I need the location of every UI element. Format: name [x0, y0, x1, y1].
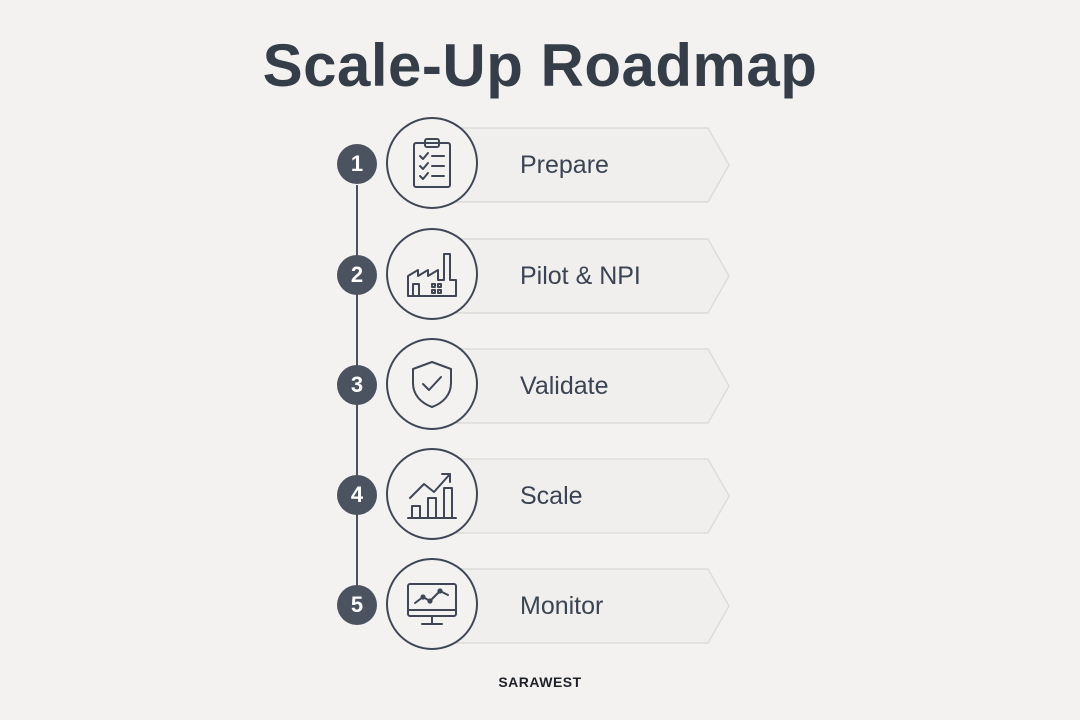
- step-arrow-banner: [440, 238, 730, 314]
- roadmap-step-5: 5 Monitor: [336, 558, 736, 654]
- roadmap-step-2: 2 Pilot & NPI: [336, 228, 736, 324]
- step-number-badge: 2: [337, 255, 377, 295]
- step-arrow-banner: [440, 458, 730, 534]
- roadmap-step-4: 4 Scale: [336, 448, 736, 544]
- roadmap-step-1: 1 Prepare: [336, 117, 736, 213]
- step-icon-circle: [386, 117, 478, 209]
- monitor-chart-icon: [407, 583, 457, 625]
- step-icon-circle: [386, 338, 478, 430]
- step-number-badge: 5: [337, 585, 377, 625]
- step-label: Scale: [520, 482, 583, 510]
- step-number-badge: 4: [337, 475, 377, 515]
- bar-chart-growth-icon: [407, 473, 457, 519]
- step-arrow-banner: [440, 568, 730, 644]
- step-icon-circle: [386, 228, 478, 320]
- step-arrow-banner: [440, 127, 730, 203]
- clipboard-checklist-icon: [413, 138, 451, 188]
- step-label: Validate: [520, 372, 609, 400]
- page-title: Scale-Up Roadmap: [262, 32, 818, 99]
- step-icon-circle: [386, 448, 478, 540]
- step-icon-circle: [386, 558, 478, 650]
- step-number-badge: 3: [337, 365, 377, 405]
- step-arrow-banner: [440, 348, 730, 424]
- step-label: Monitor: [520, 592, 604, 620]
- roadmap-step-3: 3 Validate: [336, 338, 736, 434]
- step-label: Pilot & NPI: [520, 262, 641, 290]
- brand-logo-text: SARAWEST: [498, 674, 582, 690]
- shield-check-icon: [412, 361, 452, 408]
- factory-icon: [407, 253, 457, 297]
- step-number-badge: 1: [337, 144, 377, 184]
- step-label: Prepare: [520, 151, 609, 179]
